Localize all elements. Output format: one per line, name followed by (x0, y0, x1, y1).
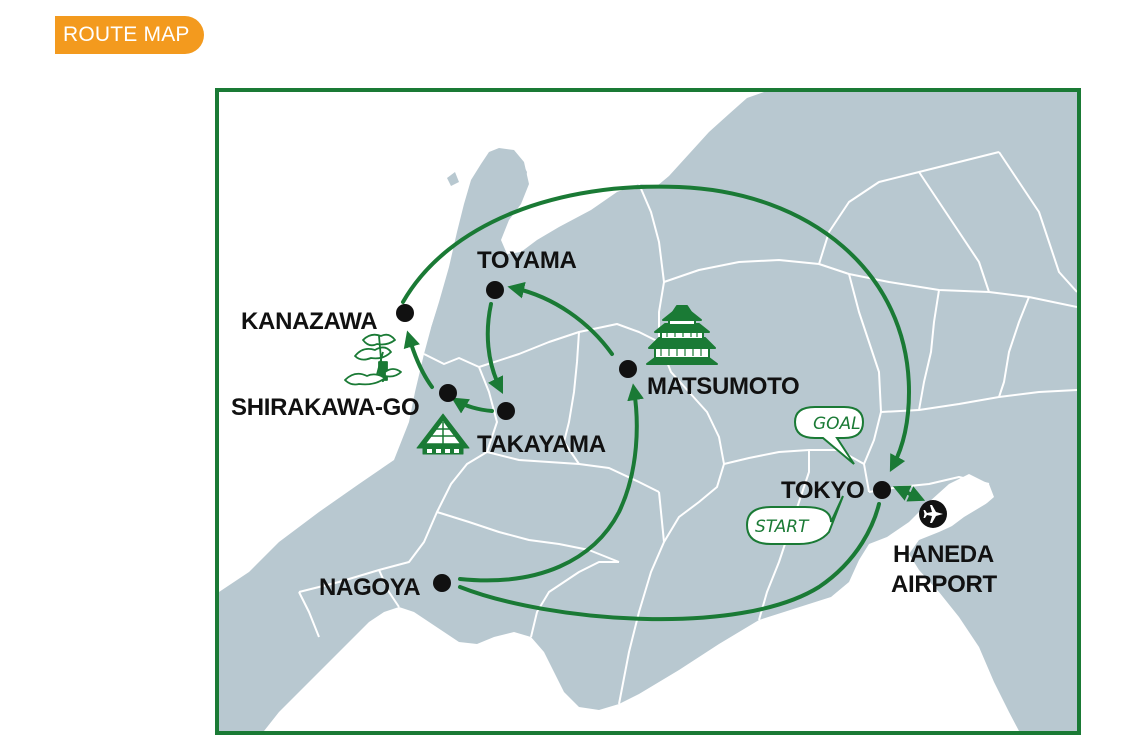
city-dots (396, 281, 891, 592)
label-airport: AIRPORT (891, 571, 998, 598)
route-kanazawa-tokyo (401, 184, 912, 472)
dot-tokyo (873, 481, 891, 499)
prefecture-borders (298, 151, 1077, 705)
castle-icon (646, 305, 718, 365)
gassho-house-icon (416, 413, 470, 455)
pine-tree-icon (344, 333, 402, 386)
label-tokyo: TOKYO (781, 477, 864, 504)
start-bubble: START (745, 495, 844, 545)
dot-shirakawago (439, 384, 457, 402)
dot-kanazawa (396, 304, 414, 322)
label-shirakawago: SHIRAKAWA-GO (231, 394, 419, 421)
airplane-icon (919, 500, 947, 528)
label-haneda: HANEDA (893, 541, 994, 568)
label-kanazawa: KANAZAWA (241, 308, 377, 335)
route-lines (401, 184, 926, 622)
land-boso-peninsula (924, 477, 1077, 612)
route-map: KANAZAWA TOYAMA SHIRAKAWA-GO TAKAYAMA MA… (219, 92, 1077, 731)
land-noto-peninsula (431, 152, 527, 328)
label-nagoya: NAGOYA (319, 574, 420, 601)
dot-matsumoto (619, 360, 637, 378)
route-nagoya-tokyo (458, 502, 881, 622)
goal-bubble: GOAL (793, 406, 865, 465)
label-matsumoto: MATSUMOTO (647, 373, 799, 400)
route-map-badge: ROUTE MAP (55, 16, 204, 54)
goal-text: GOAL (813, 414, 861, 434)
dot-takayama (497, 402, 515, 420)
land-small-island (447, 172, 459, 186)
route-matsumoto-toyama (507, 282, 614, 356)
dot-nagoya (433, 574, 451, 592)
dot-toyama (486, 281, 504, 299)
label-takayama: TAKAYAMA (477, 431, 606, 458)
route-map-frame: KANAZAWA TOYAMA SHIRAKAWA-GO TAKAYAMA MA… (215, 88, 1081, 735)
route-nagoya-matsumoto (458, 383, 644, 583)
route-shirakawago-kanazawa (403, 330, 434, 389)
route-tokyo-haneda (892, 485, 926, 502)
start-text: START (755, 517, 810, 537)
route-takayama-shirakawago (451, 397, 494, 414)
land-mainland (219, 92, 1077, 731)
label-toyama: TOYAMA (477, 247, 577, 274)
route-toyama-takayama (485, 302, 504, 395)
